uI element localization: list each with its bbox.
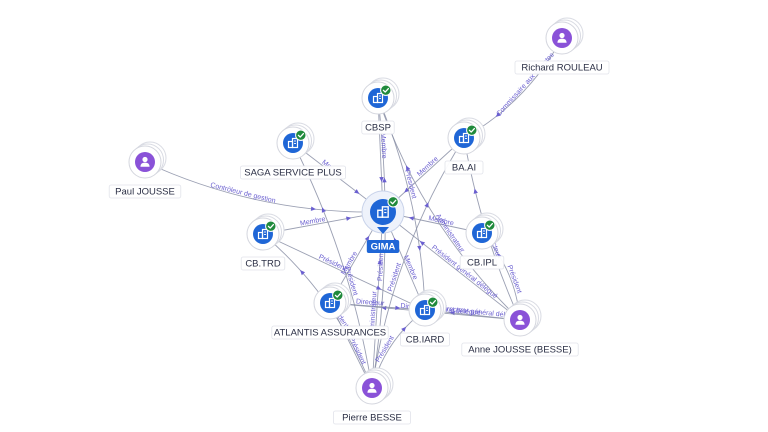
check-icon (380, 84, 392, 96)
building-icon (372, 92, 384, 104)
edge-label: Président (347, 336, 366, 366)
edge-arrow-icon (382, 177, 387, 183)
edge-label: Directeur (356, 298, 386, 307)
edge-label: Président (317, 254, 347, 273)
node-label-text: ATLANTIS ASSURANCES (274, 328, 386, 339)
edge-label: Membre (402, 254, 419, 280)
edge-arrow-icon (473, 188, 478, 194)
edge-arrow-icon (364, 235, 370, 242)
node-label-baai: BA.AI (444, 160, 484, 175)
edge-arrow-icon (424, 202, 429, 208)
node-label-cbiard: CB.IARD (399, 332, 451, 347)
edge-arrow-icon (379, 176, 384, 183)
node-label-text: Anne JOUSSE (BESSE) (468, 345, 571, 356)
edge-label: Président général délégué (430, 244, 499, 300)
edge-arrow-icon (404, 187, 410, 193)
node-label-text: CB.IARD (406, 335, 445, 346)
check-icon (332, 289, 344, 301)
edge-arrow-icon (354, 189, 360, 194)
edge-arrow-icon (401, 326, 407, 332)
edge-label: Président (377, 251, 385, 281)
building-icon (324, 297, 336, 309)
edge-arrow-icon (375, 285, 382, 290)
node-label-text: Pierre BESSE (342, 413, 402, 424)
node-cbsp[interactable]: CBSP (361, 77, 400, 135)
node-anne[interactable]: Anne JOUSSE (BESSE) (461, 299, 579, 357)
node-label-gima: GIMA (366, 240, 400, 253)
check-icon (484, 219, 496, 231)
node-paul[interactable]: Paul JOUSSE (108, 141, 182, 199)
check-icon (466, 124, 478, 136)
node-label-cbipl: CB.IPL (459, 255, 505, 270)
node-label-atlantis: ATLANTIS ASSURANCES (271, 325, 389, 340)
building-icon (287, 137, 299, 149)
edge-paul-gima (144, 161, 384, 213)
node-label-cbtrd: CB.TRD (240, 256, 286, 271)
person-icon (515, 314, 525, 325)
node-saga[interactable]: SAGA SERVICE PLUS (240, 122, 346, 180)
edge-arrow-icon (377, 259, 382, 265)
check-icon (295, 129, 307, 141)
node-pierre[interactable]: Pierre BESSE (333, 367, 411, 425)
building-icon (377, 206, 389, 218)
check-icon (265, 220, 277, 232)
node-richard[interactable]: Richard ROULEAU (514, 17, 610, 75)
node-cbipl[interactable]: CB.IPL (459, 212, 505, 270)
edge-label: Président (387, 262, 403, 292)
node-label-text: CBSP (365, 123, 391, 134)
edge-label: Administrateur (369, 290, 379, 336)
node-label-cbsp: CBSP (361, 120, 395, 135)
building-icon (476, 227, 488, 239)
edge-arrow-icon (310, 206, 317, 211)
edge-arrow-icon (346, 216, 352, 221)
node-label-text: GIMA (371, 242, 396, 253)
node-label-richard: Richard ROULEAU (514, 60, 610, 75)
node-label-text: BA.AI (452, 163, 476, 174)
node-label-pierre: Pierre BESSE (333, 410, 411, 425)
node-gima[interactable]: GIMA (361, 190, 405, 253)
edge-arrow-icon (300, 270, 306, 276)
edge-arrow-icon (417, 245, 422, 251)
edge-cbtrd-cbiard (262, 233, 426, 311)
node-label-text: SAGA SERVICE PLUS (244, 168, 342, 179)
edge-arrow-icon (405, 165, 411, 171)
person-icon (557, 32, 567, 43)
edge-arrow-icon (495, 112, 501, 117)
node-atlantis[interactable]: ATLANTIS ASSURANCES (271, 282, 389, 340)
edge-label: Contrôleur de gestion (210, 182, 277, 205)
building-icon (257, 228, 269, 240)
node-label-text: CB.IPL (467, 258, 497, 269)
building-icon (419, 304, 431, 316)
node-label-text: Richard ROULEAU (521, 63, 602, 74)
node-label-paul: Paul JOUSSE (108, 184, 182, 199)
edge-label: Membre (416, 156, 440, 179)
node-label-text: CB.TRD (245, 259, 281, 270)
nodes-layer: GIMA CBSP BA.AI SAGA SERVICE PLUS CB.TRD CB.I… (108, 17, 610, 425)
node-label-saga: SAGA SERVICE PLUS (240, 165, 346, 180)
node-cbiard[interactable]: CB.IARD (399, 289, 451, 347)
node-label-anne: Anne JOUSSE (BESSE) (461, 342, 579, 357)
check-icon (387, 196, 399, 208)
edge-label: Membre (300, 216, 327, 228)
person-icon (140, 156, 150, 167)
building-icon (458, 132, 470, 144)
check-icon (427, 296, 439, 308)
person-icon (367, 382, 377, 393)
edge-arrow-icon (408, 216, 415, 221)
node-baai[interactable]: BA.AI (444, 117, 486, 175)
edge-arrow-icon (419, 241, 426, 246)
edge-label: Président (403, 169, 417, 199)
edge-arrow-icon (321, 207, 326, 213)
edge-label: Membre (379, 133, 387, 159)
edge-arrow-icon (395, 305, 401, 311)
node-cbtrd[interactable]: CB.TRD (240, 213, 286, 271)
node-label-text: Paul JOUSSE (115, 187, 175, 198)
